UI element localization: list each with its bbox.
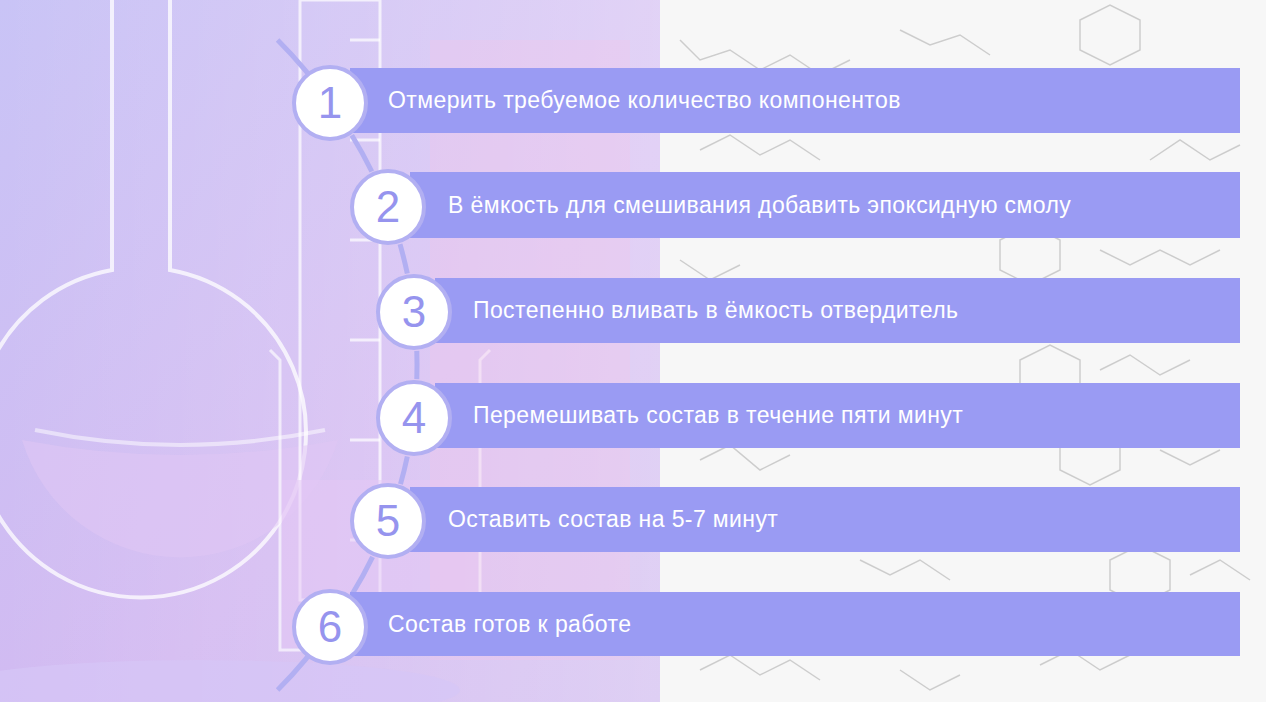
arc-connector [401,456,408,484]
step-band: Перемешивать состав в течение пяти минут… [435,383,1240,448]
step-band: Оставить состав на 5-7 минут5 [410,487,1240,552]
step-text: Отмерить требуемое количество компоненто… [388,87,901,114]
step-text: В ёмкость для смешивания добавить эпокси… [448,192,1071,219]
step-text: Перемешивать состав в течение пяти минут [473,402,963,429]
step-number-circle: 6 [292,589,368,665]
arc-connector [414,351,419,379]
arc-connector [400,244,407,274]
step-number-circle: 3 [376,274,452,350]
arc-connector [352,557,373,595]
step-number: 2 [376,185,400,229]
arc-connector [352,135,372,171]
step-number: 5 [376,499,400,543]
step-band: В ёмкость для смешивания добавить эпокси… [410,172,1240,238]
step-text: Состав готов к работе [388,611,631,638]
step-number: 4 [402,396,426,440]
step-number-circle: 5 [350,483,426,559]
step-number-circle: 4 [376,380,452,456]
step-number-circle: 1 [292,65,368,141]
step-band: Состав готов к работе6 [350,592,1240,656]
step-number: 1 [318,81,342,125]
step-number: 3 [402,290,426,334]
step-number: 6 [318,605,342,649]
step-number-circle: 2 [350,169,426,245]
step-band: Отмерить требуемое количество компоненто… [350,68,1240,133]
step-band: Постепенно вливать в ёмкость отвердитель… [435,278,1240,343]
step-text: Оставить состав на 5-7 минут [448,506,778,533]
step-text: Постепенно вливать в ёмкость отвердитель [473,297,958,324]
